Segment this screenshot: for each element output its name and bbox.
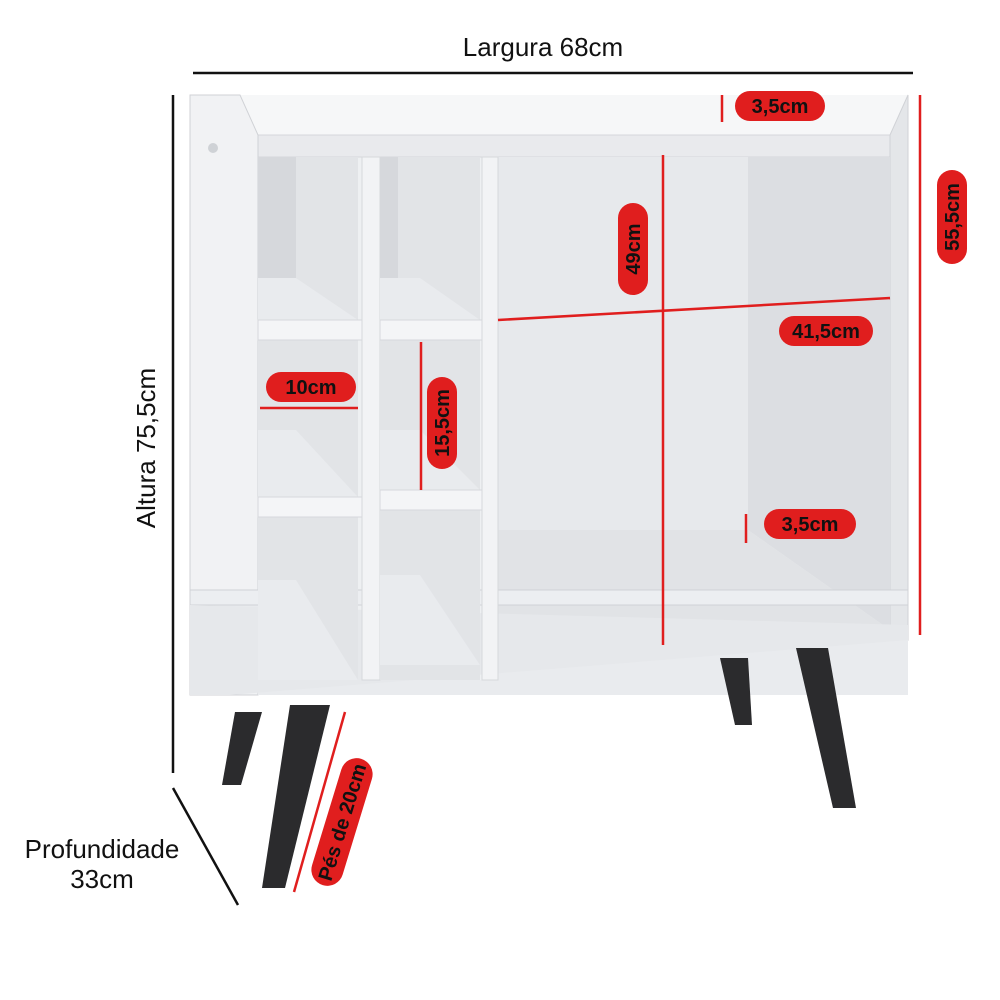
shelf-r3 [380,575,480,665]
shelf-l2 [258,430,358,497]
shelf-pin-hole [208,143,218,153]
niche-shade-2 [380,157,398,278]
legs-line [292,711,347,893]
niche-shade-1 [258,157,296,278]
height-label: Altura 75,5cm [131,368,161,528]
shelf-l3 [258,580,358,680]
badge-bottom-rail: 3,5cm [764,509,856,539]
shelf-r1-edge [379,319,483,341]
leg-back-right-b [796,648,856,808]
leg-back-right-a [720,658,752,725]
dimension-lines [171,71,913,906]
badge-open-width-text: 41,5cm [792,321,860,343]
badge-open-height: 49cm [618,203,648,295]
open-width-line [497,296,891,322]
divider-mid [361,156,381,681]
badge-upper-height: 55,5cm [937,170,967,264]
divider-open [481,156,499,681]
badge-legs: Pés de 20cm [311,758,373,886]
badge-open-height-text: 49cm [623,223,645,274]
leg-front-left-a [222,712,262,785]
depth-label-line1: Profundidade [25,834,180,864]
depth-label-line2: 33cm [70,864,134,894]
shelf-l1 [258,278,358,320]
depth-line [171,787,240,906]
badge-upper-height-text: 55,5cm [942,183,964,251]
leg-front-left-b [262,705,330,888]
shelf-l2-edge [257,496,363,518]
badge-niche-height-text: 15,5cm [432,389,454,457]
badge-bottom-rail-text: 3,5cm [782,514,839,536]
top-front-edge [257,134,891,158]
width-label: Largura 68cm [463,32,623,62]
badge-niche-width: 10cm [266,372,356,402]
badge-niche-height: 15,5cm [427,377,457,469]
shelf-l1-edge [257,319,363,341]
shelf-r1 [380,278,480,320]
measure-lines [260,95,922,893]
right-side-panel [889,94,909,641]
niche-shelves [257,278,483,680]
shelf-r2-edge [379,489,483,511]
badge-top-rail-text: 3,5cm [752,96,809,118]
cabinet [189,94,909,696]
badge-top-rail: 3,5cm [735,91,825,121]
badge-niche-width-text: 10cm [285,377,336,399]
badge-open-width: 41,5cm [779,316,873,346]
legs [222,648,856,888]
